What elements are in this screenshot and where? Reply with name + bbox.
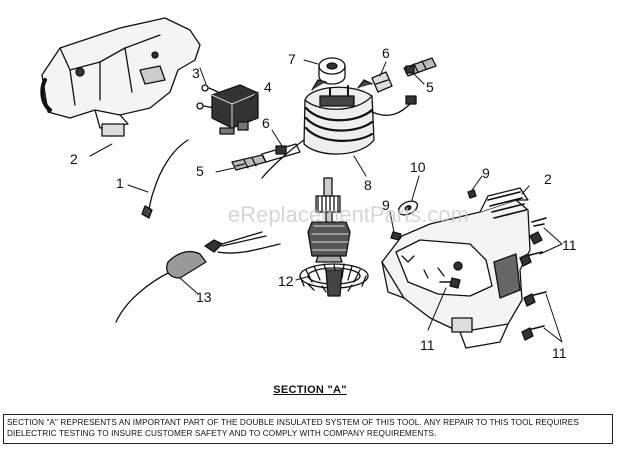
- housing-half-right: [381, 187, 531, 349]
- callout-3: 3: [192, 65, 200, 81]
- switch-screws: [196, 84, 219, 110]
- section-note-line-2: DIELECTRIC TESTING TO INSURE CUSTOMER SA…: [7, 429, 437, 438]
- callout-13: 13: [196, 289, 212, 305]
- callout-11-bottom: 11: [552, 345, 567, 361]
- callout-9-right: 9: [482, 165, 490, 181]
- callout-8: 8: [364, 177, 372, 193]
- callout-7: 7: [288, 51, 296, 67]
- field-assembly: [261, 79, 417, 179]
- switch-assembly: [211, 84, 259, 135]
- callout-2-right: 2: [544, 171, 552, 187]
- washer: [397, 200, 419, 216]
- housing-screws: [439, 217, 547, 341]
- carbon-brush-left: [231, 143, 301, 171]
- section-title: SECTION "A": [273, 384, 347, 396]
- callout-10: 10: [410, 159, 426, 175]
- callout-1: 1: [116, 175, 124, 191]
- section-note-line-1: SECTION "A" REPRESENTS AN IMPORTANT PART…: [7, 418, 579, 427]
- leader-lines: [89, 59, 563, 343]
- callout-12: 12: [278, 273, 294, 289]
- power-cord: [115, 231, 281, 323]
- callout-11-middle: 11: [420, 337, 435, 353]
- callout-5-right: 5: [426, 79, 434, 95]
- callout-4: 4: [264, 79, 272, 95]
- lead-wire: [141, 139, 189, 219]
- fan: [299, 263, 369, 297]
- callout-6-left: 6: [262, 115, 270, 131]
- callout-9-center: 9: [382, 197, 390, 213]
- callout-6-right: 6: [382, 45, 390, 61]
- section-note-box: SECTION "A" REPRESENTS AN IMPORTANT PART…: [3, 414, 613, 444]
- callout-2-left: 2: [70, 151, 78, 167]
- housing-half-left: [40, 17, 201, 137]
- bearing: [318, 57, 346, 85]
- exploded-parts-diagram: eReplacementParts.com 2 1 3 4 5 6 7 6 5 …: [40, 17, 577, 361]
- callout-5-left: 5: [196, 163, 204, 179]
- screw-right: [467, 189, 477, 199]
- callout-11-top: 11: [562, 237, 577, 253]
- watermark: eReplacementParts.com: [228, 202, 469, 227]
- armature: [307, 177, 351, 263]
- callout-numbers: 2 1 3 4 5 6 7 6 5 8 9 10 9 2 11 12 13 11…: [70, 45, 577, 361]
